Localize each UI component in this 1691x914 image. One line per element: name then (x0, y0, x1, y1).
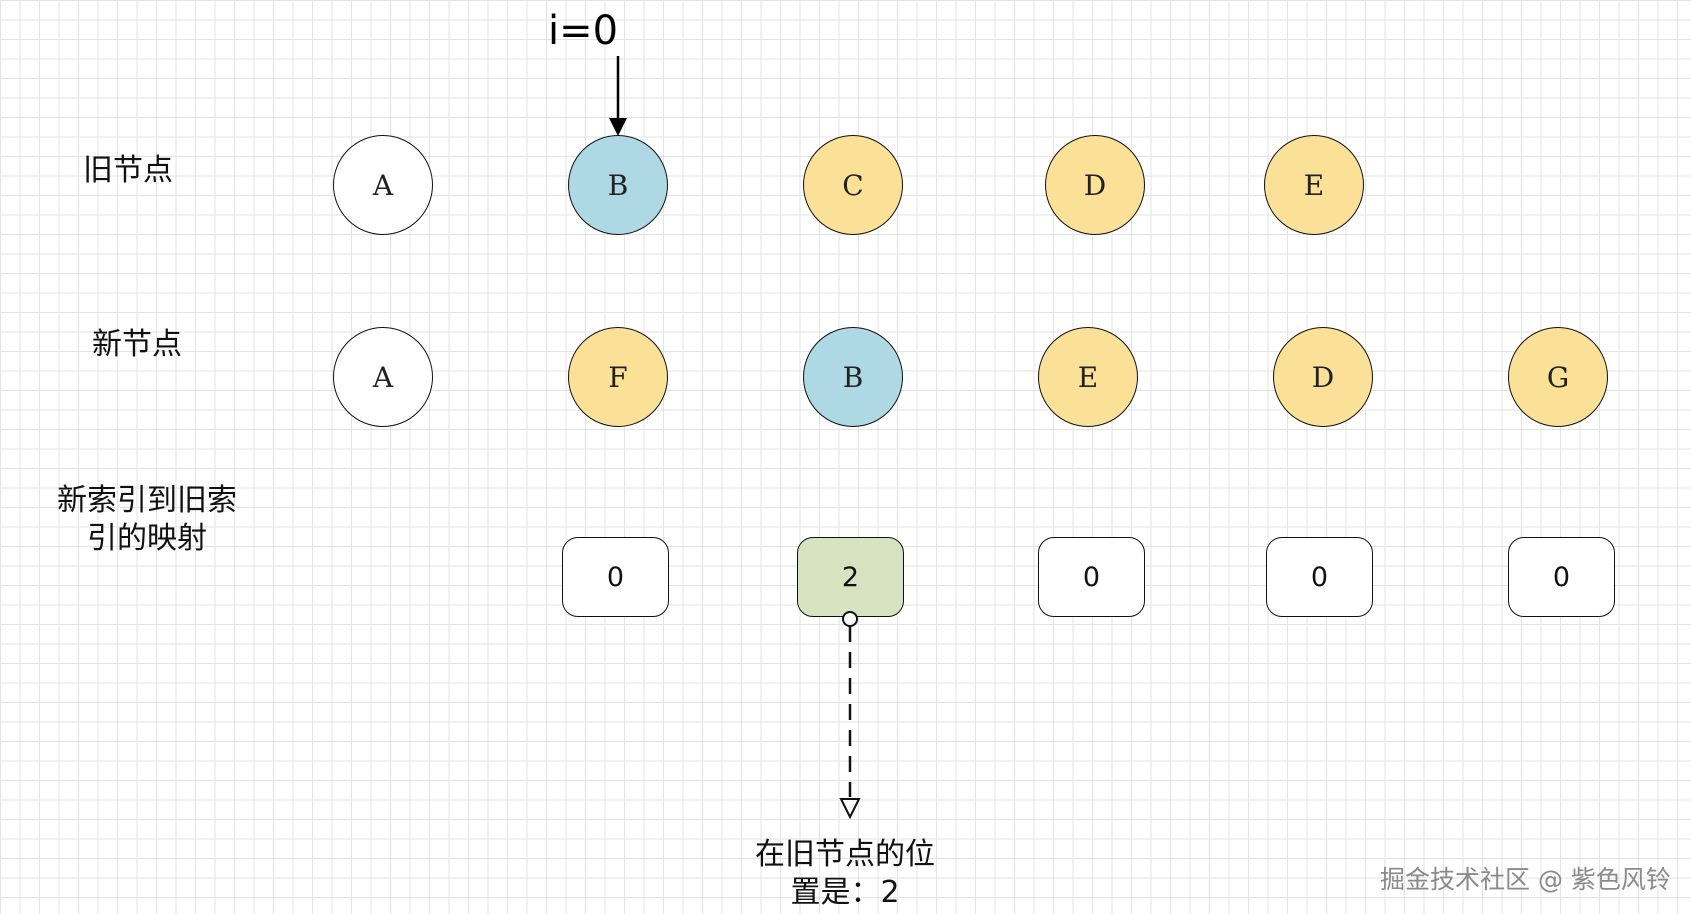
old-node-e-label: E (1303, 168, 1325, 202)
new-node-b: B (803, 327, 903, 427)
new-nodes-label: 新节点 (92, 327, 182, 362)
new-node-d: D (1273, 327, 1373, 427)
new-node-b-label: B (842, 360, 864, 394)
new-node-e-label: E (1077, 360, 1099, 394)
map-cell-3: 0 (1266, 537, 1373, 617)
new-node-e: E (1038, 327, 1138, 427)
map-label-line2: 引的映射 (87, 521, 207, 556)
old-nodes-label: 旧节点 (83, 153, 173, 188)
pointer-label: i=0 (548, 8, 619, 54)
old-node-b: B (568, 135, 668, 235)
pointer-arrow (609, 56, 627, 136)
old-node-d: D (1045, 135, 1145, 235)
old-node-d-label: D (1083, 168, 1107, 202)
map-cell-2: 0 (1038, 537, 1145, 617)
new-node-d-label: D (1311, 360, 1335, 394)
map-cell-0-value: 0 (606, 561, 625, 593)
map-cell-3-value: 0 (1310, 561, 1329, 593)
map-label-line1: 新索引到旧索 (57, 483, 237, 518)
map-cell-4-value: 0 (1552, 561, 1571, 593)
new-node-g: G (1508, 327, 1608, 427)
old-node-a-label: A (372, 168, 394, 202)
new-node-a-label: A (372, 360, 394, 394)
map-cell-2-value: 0 (1082, 561, 1101, 593)
old-node-a: A (333, 135, 433, 235)
new-node-g-label: G (1546, 360, 1570, 394)
dashed-arrow (839, 611, 861, 820)
old-node-e: E (1264, 135, 1364, 235)
map-cell-4: 0 (1508, 537, 1615, 617)
new-node-f: F (568, 327, 668, 427)
map-label: 新索引到旧索 引的映射 (57, 482, 237, 558)
old-node-c: C (803, 135, 903, 235)
map-cell-1: 2 (797, 537, 904, 617)
position-note-line1: 在旧节点的位 (755, 837, 935, 872)
position-note: 在旧节点的位 置是：2 (755, 836, 935, 912)
map-cell-0: 0 (562, 537, 669, 617)
new-node-f-label: F (608, 360, 628, 394)
old-node-b-label: B (607, 168, 629, 202)
watermark: 掘金技术社区 @ 紫色风铃 (1380, 865, 1671, 894)
old-node-c-label: C (842, 168, 864, 202)
position-note-line2: 置是：2 (790, 875, 900, 910)
map-cell-1-value: 2 (841, 561, 860, 593)
new-node-a: A (333, 327, 433, 427)
